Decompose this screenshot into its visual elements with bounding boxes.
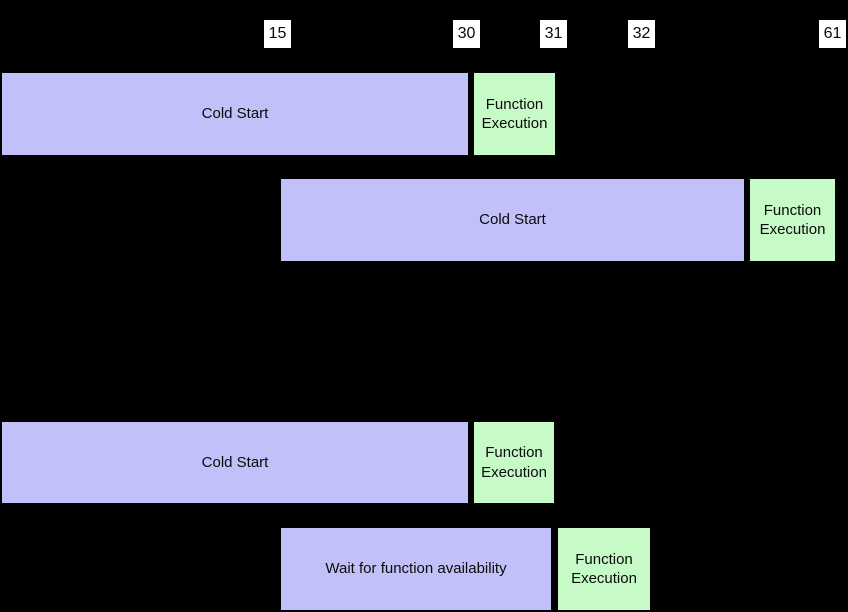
tick-label-30: 30: [453, 20, 480, 48]
tick-label-32: 32: [628, 20, 655, 48]
bar-cold-start-request2-scenario1: Cold Start: [281, 179, 744, 261]
bar-function-execution-request2-scenario1: Function Execution: [750, 179, 835, 261]
bar-function-execution-request2-scenario2: Function Execution: [558, 528, 650, 610]
bar-wait-for-function-availability-request2-scenario2: Wait for function availability: [281, 528, 551, 610]
bar-function-execution-request1-scenario2: Function Execution: [474, 422, 554, 503]
bar-function-execution-request1-scenario1: Function Execution: [474, 73, 555, 155]
tick-label-15: 15: [264, 20, 291, 48]
bar-cold-start-request1-scenario1: Cold Start: [2, 73, 468, 155]
tick-label-31: 31: [540, 20, 567, 48]
tick-label-61: 61: [819, 20, 846, 48]
bar-cold-start-request1-scenario2: Cold Start: [2, 422, 468, 503]
